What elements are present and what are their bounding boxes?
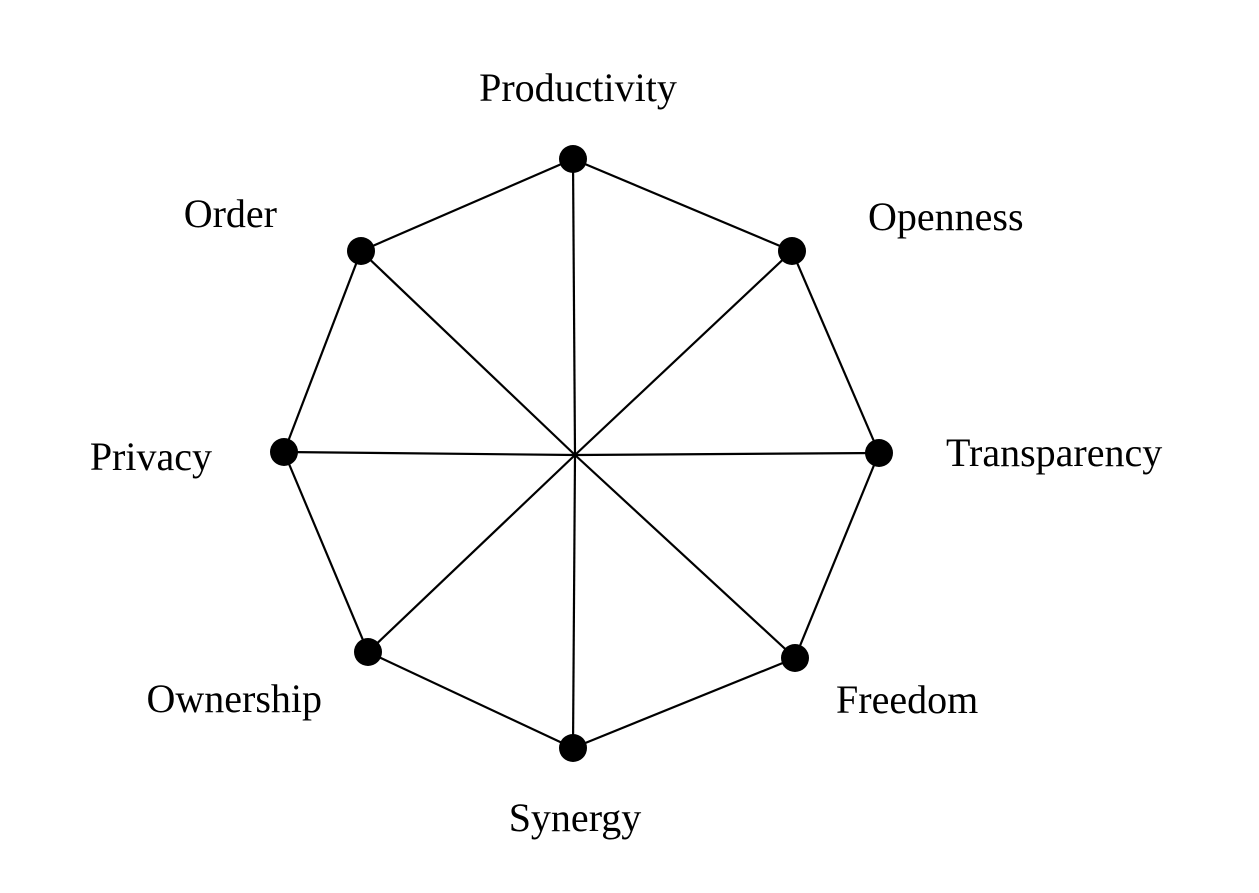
labels: Productivity Openness Transparency Freed… (90, 65, 1162, 840)
edge-synergy-ownership (367, 651, 574, 749)
spoke-openness (574, 250, 793, 456)
label-openness: Openness (868, 194, 1024, 239)
spoke-transparency (574, 451, 880, 457)
edge-productivity-openness (572, 157, 793, 253)
node-freedom (781, 644, 809, 672)
edge-privacy-order (282, 250, 363, 453)
label-ownership: Ownership (146, 676, 322, 721)
spoke-synergy (571, 454, 577, 749)
spoke-freedom (574, 454, 796, 659)
edge-order-productivity (360, 157, 574, 253)
label-transparency: Transparency (946, 430, 1162, 475)
spoke-order (360, 250, 576, 456)
label-privacy: Privacy (90, 434, 212, 479)
label-synergy: Synergy (509, 795, 642, 840)
node-ownership (354, 638, 382, 666)
perimeter-edges (282, 157, 881, 750)
node-productivity (559, 145, 587, 173)
edge-openness-transparency (790, 250, 881, 454)
label-order: Order (184, 191, 277, 236)
edge-ownership-privacy (282, 451, 370, 653)
node-synergy (559, 734, 587, 762)
edge-freedom-synergy (572, 656, 796, 750)
spoke-productivity (571, 158, 577, 456)
spoke-privacy (283, 450, 576, 457)
node-order (347, 237, 375, 265)
label-freedom: Freedom (836, 677, 978, 722)
spoke-edges (283, 158, 880, 749)
label-productivity: Productivity (479, 65, 677, 110)
node-transparency (865, 439, 893, 467)
node-openness (778, 237, 806, 265)
node-privacy (270, 438, 298, 466)
edge-transparency-freedom (793, 452, 881, 659)
nodes (270, 145, 893, 762)
spoke-ownership (367, 454, 576, 653)
